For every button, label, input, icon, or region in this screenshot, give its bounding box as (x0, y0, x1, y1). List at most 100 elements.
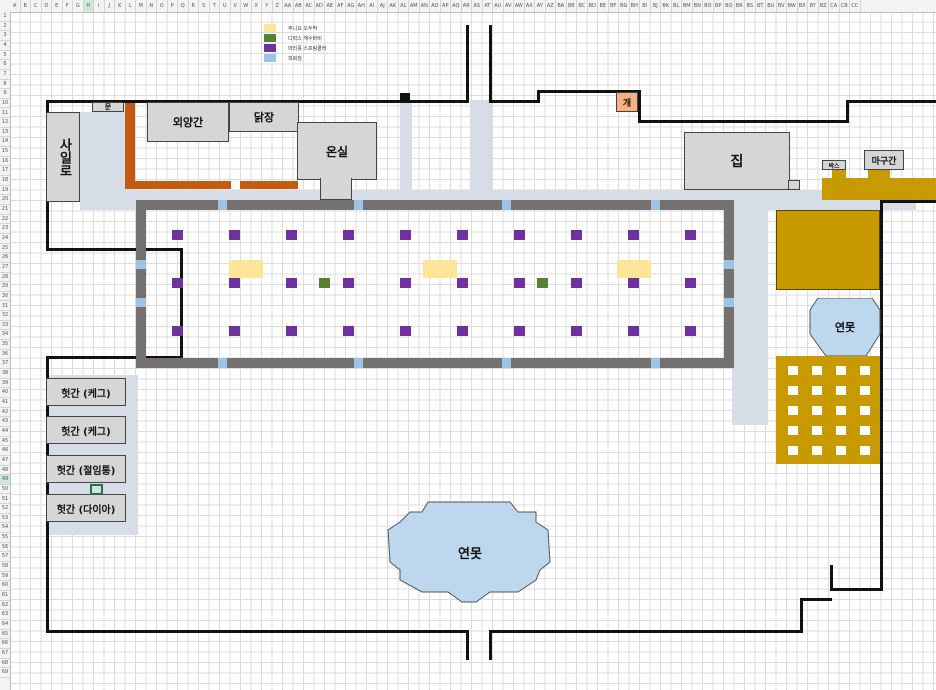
fence-gate[interactable] (502, 200, 511, 210)
row-header-62[interactable]: 62 (0, 601, 10, 611)
row-header-50[interactable]: 50 (0, 485, 10, 495)
row-header-11[interactable]: 11 (0, 109, 10, 119)
silo-building[interactable]: 사일로 (46, 112, 80, 202)
row-header-19[interactable]: 19 (0, 186, 10, 196)
row-header-55[interactable]: 55 (0, 533, 10, 543)
column-header-y[interactable]: Y (262, 0, 273, 12)
outhouse-building[interactable]: 외양간 (147, 102, 229, 142)
row-header-31[interactable]: 31 (0, 302, 10, 312)
column-header-a[interactable]: A (10, 0, 21, 12)
row-header-39[interactable]: 39 (0, 379, 10, 389)
column-header-aw[interactable]: AW (514, 0, 525, 12)
row-header-66[interactable]: 66 (0, 639, 10, 649)
column-header-v[interactable]: V (231, 0, 241, 12)
column-header-k[interactable]: K (115, 0, 126, 12)
shed-diamond[interactable]: 헛간 (다이아) (46, 494, 126, 522)
column-header-bh[interactable]: BH (630, 0, 640, 12)
row-header-12[interactable]: 12 (0, 118, 10, 128)
column-header-bn[interactable]: BN (693, 0, 703, 12)
row-header-25[interactable]: 25 (0, 244, 10, 254)
column-header-t[interactable]: T (210, 0, 220, 12)
coop-building[interactable]: 닭장 (229, 102, 299, 132)
fence-gate[interactable] (218, 200, 227, 210)
row-header-69[interactable]: 69 (0, 668, 10, 678)
column-header-j[interactable]: J (105, 0, 115, 12)
column-header-av[interactable]: AV (504, 0, 514, 12)
column-header-bs[interactable]: BS (745, 0, 756, 12)
column-header-l[interactable]: L (126, 0, 136, 12)
column-header-au[interactable]: AU (493, 0, 504, 12)
row-header-53[interactable]: 53 (0, 514, 10, 524)
row-header-21[interactable]: 21 (0, 205, 10, 215)
row-header-32[interactable]: 32 (0, 311, 10, 321)
column-header-bq[interactable]: BQ (724, 0, 735, 12)
column-header-as[interactable]: AS (472, 0, 483, 12)
row-header-30[interactable]: 30 (0, 292, 10, 302)
column-header-bb[interactable]: BB (567, 0, 577, 12)
row-header-14[interactable]: 14 (0, 137, 10, 148)
selected-cell[interactable] (90, 484, 103, 495)
row-header-20[interactable]: 20 (0, 195, 10, 205)
fence-gate[interactable] (724, 260, 734, 269)
column-header-u[interactable]: U (220, 0, 231, 12)
column-header-bo[interactable]: BO (703, 0, 714, 12)
column-header-ca[interactable]: CA (829, 0, 840, 12)
column-header-bj[interactable]: BJ (651, 0, 661, 12)
column-header-cb[interactable]: CB (840, 0, 850, 12)
column-header-ap[interactable]: AP (441, 0, 451, 12)
row-header-29[interactable]: 29 (0, 282, 10, 292)
column-header-be[interactable]: BE (598, 0, 609, 12)
row-header-24[interactable]: 24 (0, 234, 10, 244)
row-header-16[interactable]: 16 (0, 157, 10, 167)
fence-gate[interactable] (724, 298, 734, 307)
fence-gate[interactable] (136, 260, 146, 269)
fence-gate[interactable] (651, 358, 660, 368)
column-header-bx[interactable]: BX (798, 0, 808, 12)
fence-gate[interactable] (218, 358, 227, 368)
column-header-r[interactable]: R (189, 0, 199, 12)
row-header-8[interactable]: 8 (0, 80, 10, 90)
row-header-60[interactable]: 60 (0, 581, 10, 591)
column-header-aq[interactable]: AQ (451, 0, 462, 12)
column-header-ay[interactable]: AY (535, 0, 546, 12)
column-header-q[interactable]: Q (178, 0, 189, 12)
row-header-59[interactable]: 59 (0, 572, 10, 582)
dog-house[interactable]: 개 (616, 92, 638, 112)
column-header-bd[interactable]: BD (588, 0, 598, 12)
column-header-by[interactable]: BY (808, 0, 819, 12)
column-header-ad[interactable]: AD (315, 0, 325, 12)
column-header-ab[interactable]: AB (294, 0, 304, 12)
column-header-ae[interactable]: AE (325, 0, 336, 12)
row-header-38[interactable]: 38 (0, 369, 10, 379)
row-header-58[interactable]: 58 (0, 562, 10, 572)
row-header-35[interactable]: 35 (0, 340, 10, 350)
column-header-bc[interactable]: BC (577, 0, 588, 12)
row-header-28[interactable]: 28 (0, 273, 10, 283)
column-header-ba[interactable]: BA (556, 0, 567, 12)
column-header-h[interactable]: H (83, 0, 94, 12)
shed-pickle[interactable]: 헛간 (절임통) (46, 455, 126, 483)
stable-building[interactable]: 마구간 (864, 150, 904, 170)
row-header-6[interactable]: 6 (0, 60, 10, 70)
row-header-2[interactable]: 2 (0, 22, 10, 32)
greenhouse-building[interactable]: 온실 (297, 122, 377, 180)
fence-gate[interactable] (651, 200, 660, 210)
column-header-bf[interactable]: BF (609, 0, 619, 12)
row-header-54[interactable]: 54 (0, 523, 10, 534)
column-header-bu[interactable]: BU (766, 0, 777, 12)
fence-gate[interactable] (136, 298, 146, 307)
row-header-36[interactable]: 36 (0, 350, 10, 360)
row-header-18[interactable]: 18 (0, 176, 10, 186)
fence-gate[interactable] (354, 358, 363, 368)
row-header-47[interactable]: 47 (0, 456, 10, 466)
column-header-s[interactable]: S (199, 0, 210, 12)
column-header-ao[interactable]: AO (430, 0, 441, 12)
column-header-g[interactable]: G (73, 0, 84, 12)
column-header-e[interactable]: E (52, 0, 63, 12)
column-header-d[interactable]: D (42, 0, 52, 12)
row-header-26[interactable]: 26 (0, 253, 10, 263)
column-header-bl[interactable]: BL (672, 0, 682, 12)
row-header-63[interactable]: 63 (0, 610, 10, 620)
column-header-o[interactable]: O (157, 0, 168, 12)
row-header-61[interactable]: 61 (0, 591, 10, 601)
